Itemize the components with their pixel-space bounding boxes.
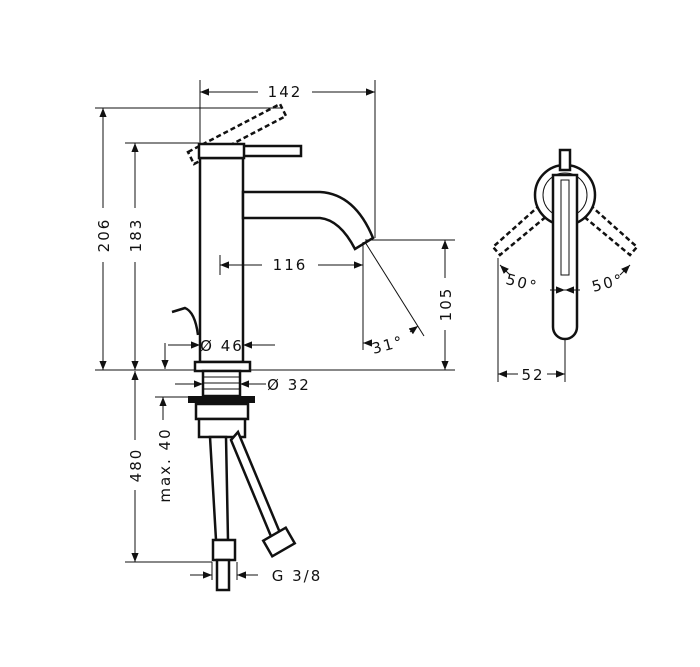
cap xyxy=(197,142,246,160)
base-ring xyxy=(193,360,252,373)
dim-480: 480 xyxy=(127,448,145,483)
faucet-side-view xyxy=(171,102,375,592)
dim-183: 183 xyxy=(127,218,145,253)
dim-diameter-46: Ø 46 xyxy=(200,337,244,355)
dim-50-deg-right: 50° xyxy=(590,270,626,296)
hose-connector-right xyxy=(261,525,297,559)
spout xyxy=(241,190,375,251)
hose-right xyxy=(229,429,285,548)
dim-g-3-8: G 3/8 xyxy=(272,567,323,585)
hose-left xyxy=(208,435,230,542)
lever xyxy=(241,144,303,158)
dim-105: 105 xyxy=(437,287,455,322)
dim-diameter-32: Ø 32 xyxy=(267,376,311,394)
handle xyxy=(551,173,579,341)
dim-max-40: max. 40 xyxy=(156,427,174,502)
hose-end xyxy=(215,558,231,592)
spout-nub xyxy=(558,148,572,172)
threaded-shank xyxy=(201,369,242,398)
dim-206: 206 xyxy=(95,218,113,253)
hose-connector-left xyxy=(211,538,237,562)
nut xyxy=(194,402,250,421)
washer xyxy=(188,396,255,403)
dim-31-deg: 31° xyxy=(370,332,406,358)
dim-142: 142 xyxy=(268,83,303,101)
pop-up-rod xyxy=(171,306,200,336)
dim-50-deg-left: 50° xyxy=(504,270,540,296)
dim-116: 116 xyxy=(273,256,308,274)
body xyxy=(198,156,245,364)
faucet-top-view xyxy=(491,148,639,341)
dim-52: 52 xyxy=(521,366,544,384)
